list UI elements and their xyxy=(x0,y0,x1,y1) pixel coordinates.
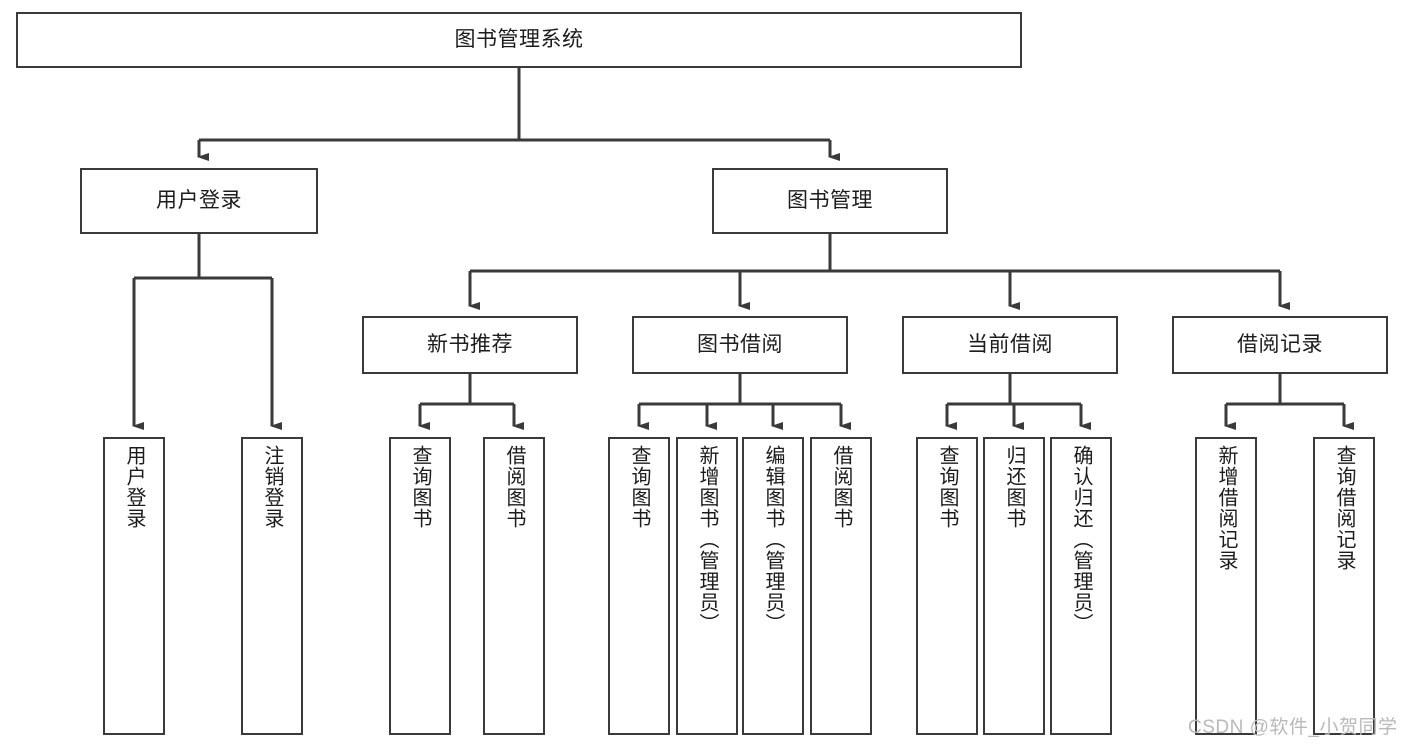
node-root-system-label: 图书管理系统 xyxy=(454,28,584,52)
leaf-current-borrow-2-label: 确认归还（管理员） xyxy=(1070,445,1092,634)
node-book-borrow-label: 图书借阅 xyxy=(697,333,783,357)
leaf-user-login-0[interactable]: 用户登录 xyxy=(103,437,165,735)
leaf-book-borrow-1-label: 新增图书（管理员） xyxy=(696,445,718,634)
node-user-login-label: 用户登录 xyxy=(156,189,242,213)
leaf-user-login-1-label: 注销登录 xyxy=(261,445,283,529)
csdn-watermark: CSDN @软件_小贺同学 xyxy=(1188,717,1398,738)
leaf-current-borrow-2[interactable]: 确认归还（管理员） xyxy=(1050,437,1112,735)
leaf-current-borrow-0-label: 查询图书 xyxy=(936,445,958,529)
leaf-user-login-0-label: 用户登录 xyxy=(123,445,145,529)
leaf-book-borrow-2-label: 编辑图书（管理员） xyxy=(762,445,784,634)
node-new-book-recommend[interactable]: 新书推荐 xyxy=(362,316,578,374)
leaf-new-book-rec-0-label: 查询图书 xyxy=(409,445,431,529)
leaf-new-book-rec-0[interactable]: 查询图书 xyxy=(389,437,451,735)
leaf-borrow-record-0-label: 新增借阅记录 xyxy=(1215,445,1237,571)
leaf-current-borrow-1-label: 归还图书 xyxy=(1003,445,1025,529)
node-root-system[interactable]: 图书管理系统 xyxy=(16,12,1022,68)
leaf-book-borrow-0-label: 查询图书 xyxy=(628,445,650,529)
leaf-current-borrow-1[interactable]: 归还图书 xyxy=(983,437,1045,735)
leaf-book-borrow-2[interactable]: 编辑图书（管理员） xyxy=(742,437,804,735)
leaf-book-borrow-3[interactable]: 借阅图书 xyxy=(810,437,872,735)
node-user-login[interactable]: 用户登录 xyxy=(80,168,318,234)
node-book-borrow[interactable]: 图书借阅 xyxy=(632,316,848,374)
leaf-new-book-rec-1[interactable]: 借阅图书 xyxy=(483,437,545,735)
leaf-current-borrow-0[interactable]: 查询图书 xyxy=(916,437,978,735)
node-current-borrow[interactable]: 当前借阅 xyxy=(902,316,1118,374)
leaf-borrow-record-0[interactable]: 新增借阅记录 xyxy=(1195,437,1257,735)
node-borrow-record[interactable]: 借阅记录 xyxy=(1172,316,1388,374)
node-book-manage[interactable]: 图书管理 xyxy=(712,168,948,234)
leaf-new-book-rec-1-label: 借阅图书 xyxy=(503,445,525,529)
leaf-borrow-record-1[interactable]: 查询借阅记录 xyxy=(1313,437,1375,735)
leaf-user-login-1[interactable]: 注销登录 xyxy=(241,437,303,735)
leaf-book-borrow-1[interactable]: 新增图书（管理员） xyxy=(676,437,738,735)
node-book-manage-label: 图书管理 xyxy=(787,189,873,213)
leaf-borrow-record-1-label: 查询借阅记录 xyxy=(1333,445,1355,571)
node-borrow-record-label: 借阅记录 xyxy=(1237,333,1323,357)
leaf-book-borrow-3-label: 借阅图书 xyxy=(830,445,852,529)
leaf-book-borrow-0[interactable]: 查询图书 xyxy=(608,437,670,735)
node-new-book-recommend-label: 新书推荐 xyxy=(427,333,513,357)
node-current-borrow-label: 当前借阅 xyxy=(967,333,1053,357)
